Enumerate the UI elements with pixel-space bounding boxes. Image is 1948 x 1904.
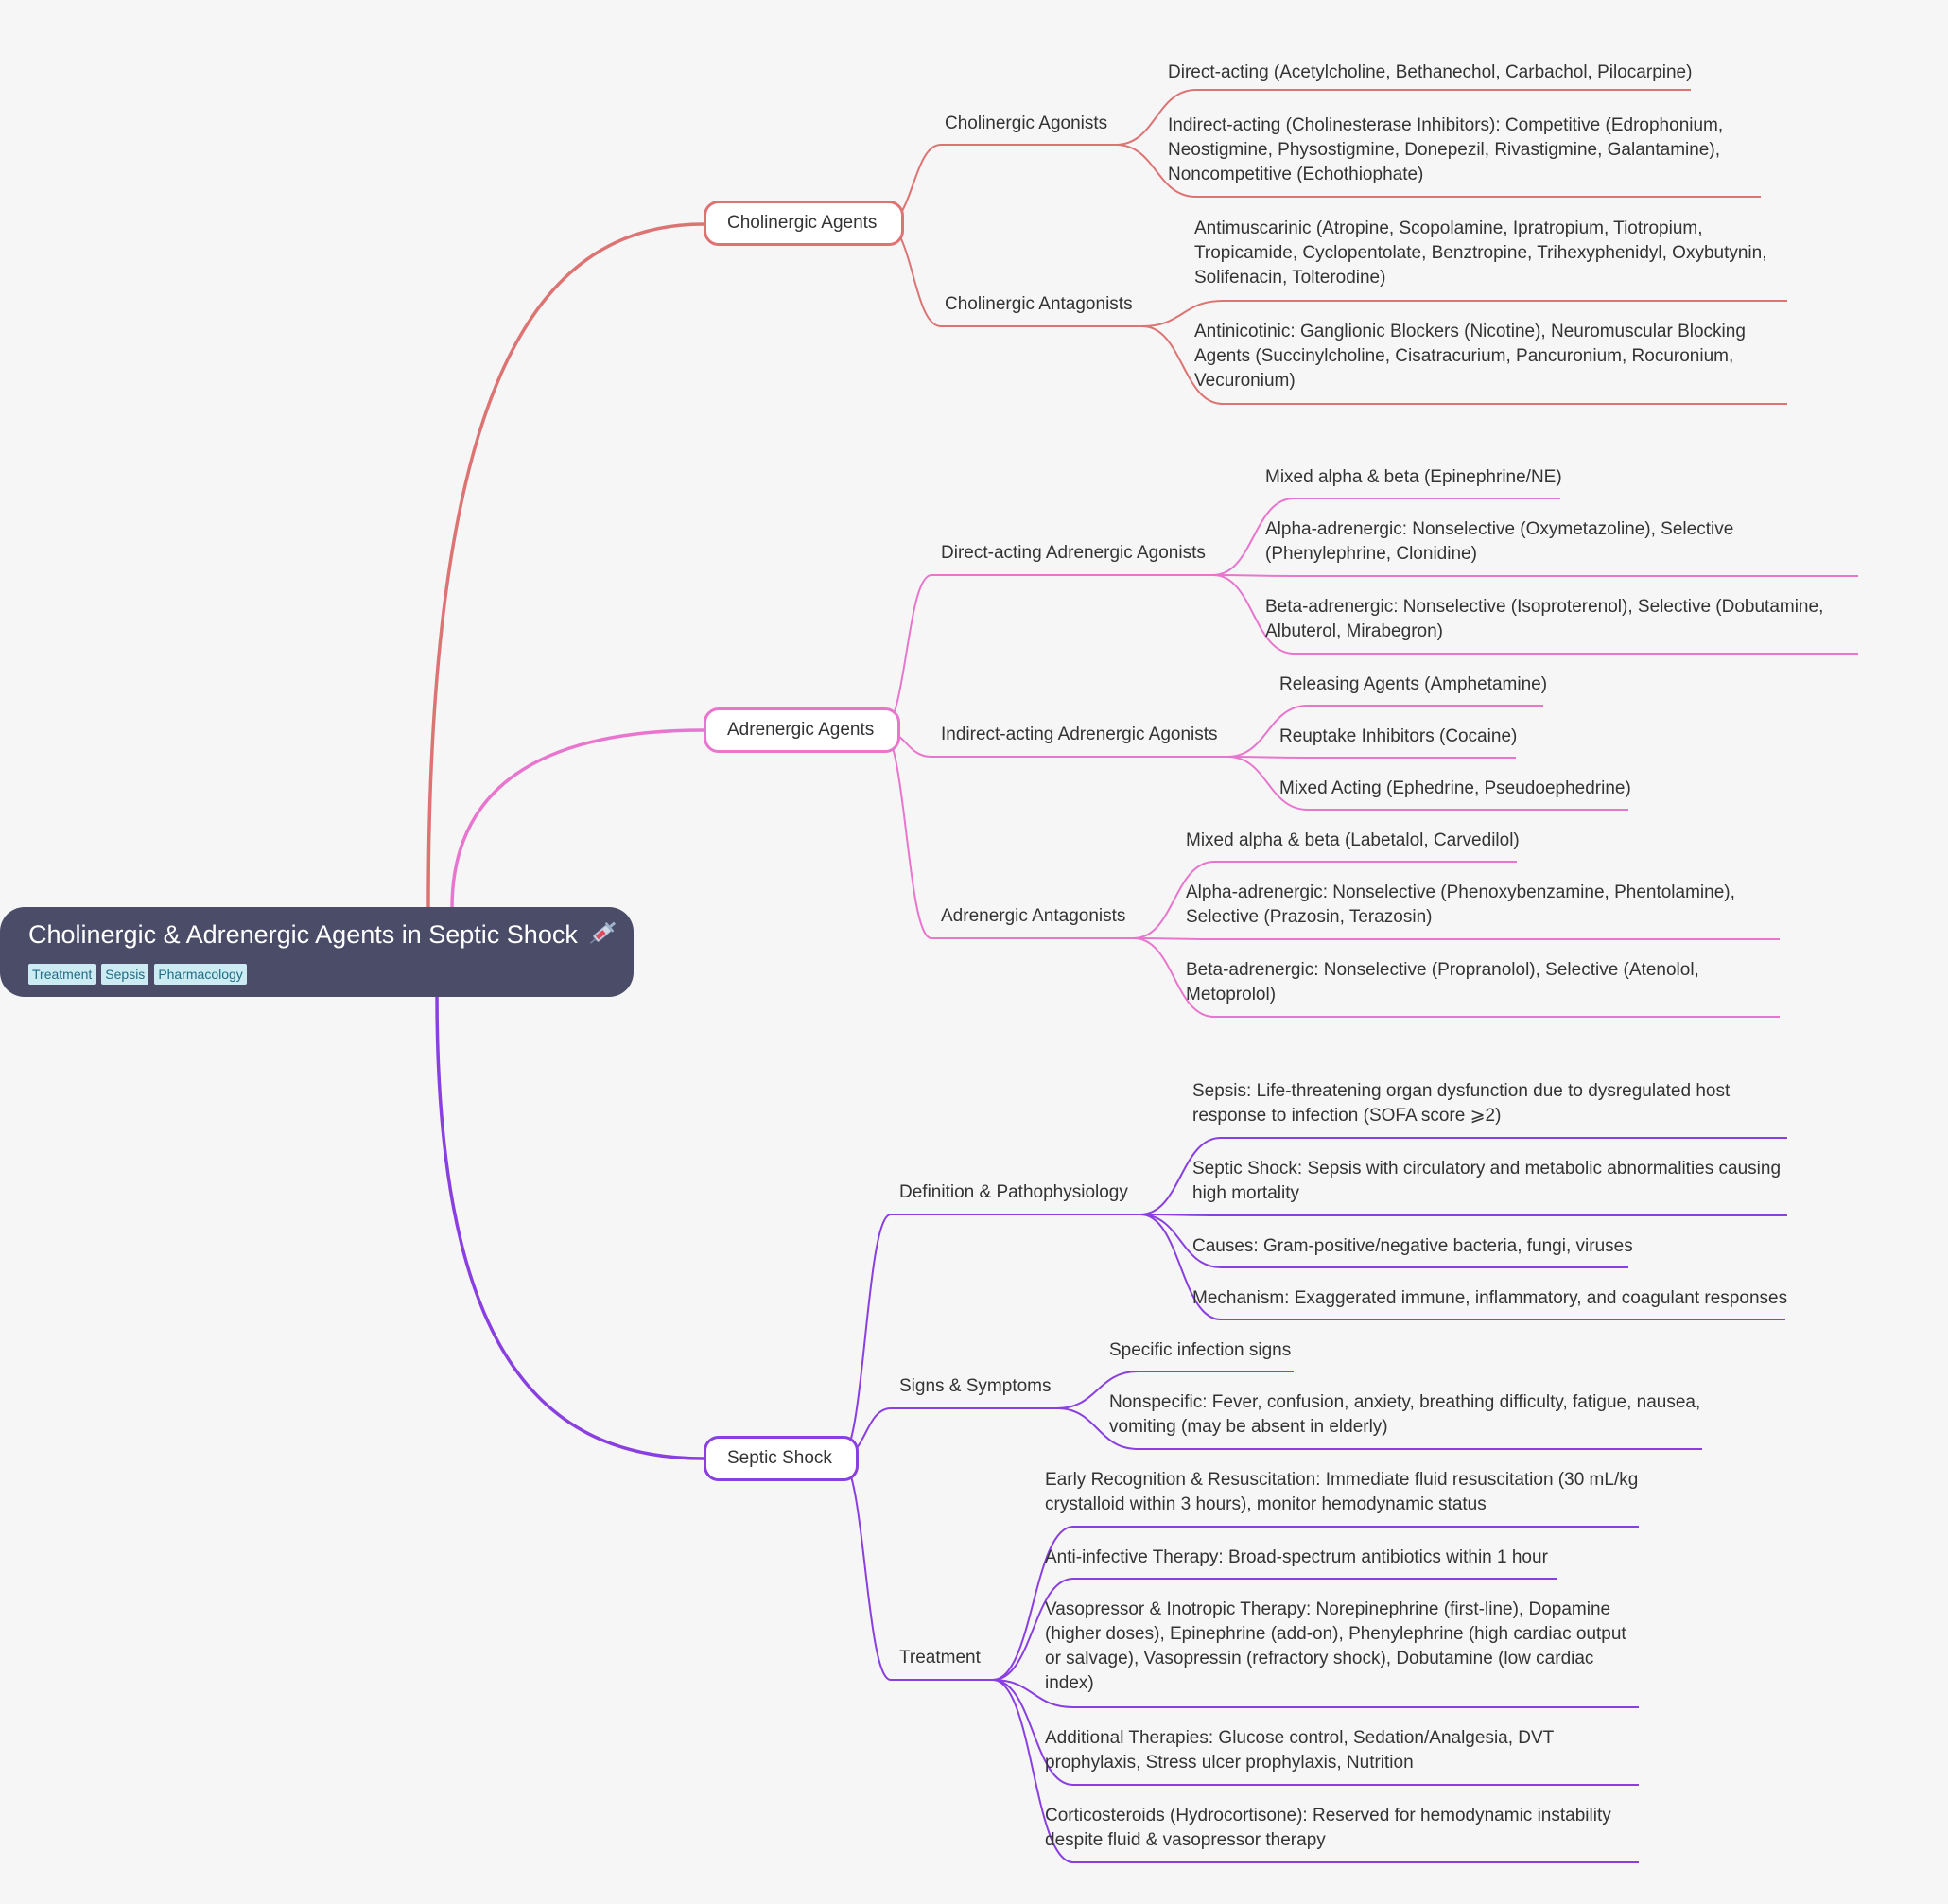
leaf-connector: [1139, 1214, 1222, 1268]
leaf-item[interactable]: Antinicotinic: Ganglionic Blockers (Nico…: [1194, 322, 1746, 391]
syringe-icon: [585, 918, 623, 951]
leaf-item[interactable]: Vasopressor & Inotropic Therapy: Norepin…: [1045, 1599, 1626, 1693]
leaf-connector: [1139, 1137, 1222, 1215]
leaf-connector: [992, 1679, 1074, 1863]
branch-connector: [839, 1214, 892, 1459]
root-node[interactable]: Cholinergic & Adrenergic Agents in Septi…: [0, 907, 634, 997]
leaf-connector: [1141, 325, 1224, 405]
leaf-connector: [1226, 705, 1309, 758]
leaf-connector: [1056, 1407, 1139, 1450]
leaf-item[interactable]: Direct-acting (Acetylcholine, Bethanecho…: [1168, 62, 1693, 82]
leaf-connector: [1226, 756, 1309, 759]
leaf-item[interactable]: Alpha-adrenergic: Nonselective (Phenoxyb…: [1186, 882, 1735, 927]
root-connector: [435, 994, 704, 1460]
leaf-connector: [1139, 1214, 1222, 1216]
leaf-connector: [1212, 498, 1295, 576]
leaf-item[interactable]: Sepsis: Life-threatening organ dysfuncti…: [1192, 1081, 1731, 1126]
leaf-item[interactable]: Mechanism: Exaggerated immune, inflammat…: [1192, 1288, 1788, 1308]
subtopic-adrenergic-antagonists[interactable]: Adrenergic Antagonists: [941, 906, 1126, 926]
leaf-item[interactable]: Mixed Acting (Ephedrine, Pseudoephedrine…: [1279, 778, 1631, 798]
leaf-item[interactable]: Antimuscarinic (Atropine, Scopolamine, I…: [1194, 218, 1767, 288]
leaf-item[interactable]: Releasing Agents (Amphetamine): [1279, 674, 1548, 694]
branch-adrenergic-agents[interactable]: Adrenergic Agents: [704, 707, 900, 753]
leaf-connector: [992, 1679, 1074, 1786]
leaf-item[interactable]: Mixed alpha & beta (Labetalol, Carvedilo…: [1186, 830, 1520, 850]
root-connector: [426, 222, 704, 909]
leaf-connector: [1115, 144, 1197, 198]
leaf-item[interactable]: Anti-infective Therapy: Broad-spectrum a…: [1045, 1547, 1548, 1567]
leaf-connector: [992, 1679, 1074, 1708]
subtopic-signs-symptoms[interactable]: Signs & Symptoms: [899, 1376, 1052, 1396]
subtopic-cholinergic-antagonists[interactable]: Cholinergic Antagonists: [945, 294, 1133, 314]
leaf-item[interactable]: Nonspecific: Fever, confusion, anxiety, …: [1109, 1392, 1701, 1437]
leaf-item[interactable]: Early Recognition & Resuscitation: Immed…: [1045, 1470, 1639, 1514]
leaf-item[interactable]: Indirect-acting (Cholinesterase Inhibito…: [1168, 115, 1724, 184]
leaf-connector: [1212, 574, 1295, 655]
leaf-item[interactable]: Septic Shock: Sepsis with circulatory an…: [1192, 1159, 1782, 1203]
leaf-connector: [992, 1578, 1074, 1681]
branch-cholinergic-agents[interactable]: Cholinergic Agents: [704, 201, 904, 246]
branch-connector: [839, 1458, 892, 1681]
tag[interactable]: Sepsis: [101, 964, 149, 985]
leaf-connector: [1056, 1371, 1139, 1409]
tag[interactable]: Pharmacology: [154, 964, 247, 985]
subtopic-indirect-acting-adrenergic-agonists[interactable]: Indirect-acting Adrenergic Agonists: [941, 725, 1218, 744]
leaf-connector: [1139, 1214, 1222, 1320]
leaf-item[interactable]: Additional Therapies: Glucose control, S…: [1045, 1728, 1554, 1773]
branch-septic-shock[interactable]: Septic Shock: [704, 1436, 859, 1481]
leaf-item[interactable]: Reuptake Inhibitors (Cocaine): [1279, 726, 1518, 746]
leaf-item[interactable]: Corticosteroids (Hydrocortisone): Reserv…: [1045, 1806, 1611, 1850]
subtopic-cholinergic-agonists[interactable]: Cholinergic Agonists: [945, 114, 1108, 133]
leaf-connector: [1133, 861, 1215, 939]
subtopic-direct-acting-adrenergic-agonists[interactable]: Direct-acting Adrenergic Agonists: [941, 543, 1206, 563]
leaf-connector: [1212, 574, 1295, 577]
branch-connector: [880, 574, 932, 731]
leaf-item[interactable]: Alpha-adrenergic: Nonselective (Oxymetaz…: [1265, 519, 1734, 564]
subtopic-definition-pathophysiology[interactable]: Definition & Pathophysiology: [899, 1182, 1128, 1202]
subtopic-treatment[interactable]: Treatment: [899, 1648, 981, 1668]
leaf-item[interactable]: Specific infection signs: [1109, 1340, 1292, 1360]
branch-connector: [880, 729, 932, 939]
leaf-connector: [1115, 89, 1197, 146]
leaf-connector: [1141, 300, 1224, 327]
tag-list: Treatment Sepsis Pharmacology: [28, 964, 634, 985]
root-title: Cholinergic & Adrenergic Agents in Septi…: [28, 919, 578, 949]
leaf-connector: [1133, 937, 1215, 940]
tag[interactable]: Treatment: [28, 964, 96, 985]
leaf-connector: [992, 1526, 1074, 1681]
leaf-item[interactable]: Beta-adrenergic: Nonselective (Propranol…: [1186, 960, 1699, 1004]
leaf-item[interactable]: Beta-adrenergic: Nonselective (Isoproter…: [1265, 597, 1824, 641]
leaf-connector: [1226, 756, 1309, 811]
leaf-connector: [1133, 937, 1215, 1018]
leaf-item[interactable]: Mixed alpha & beta (Epinephrine/NE): [1265, 467, 1562, 487]
root-connector: [450, 728, 704, 909]
leaf-item[interactable]: Causes: Gram-positive/negative bacteria,…: [1192, 1236, 1633, 1256]
